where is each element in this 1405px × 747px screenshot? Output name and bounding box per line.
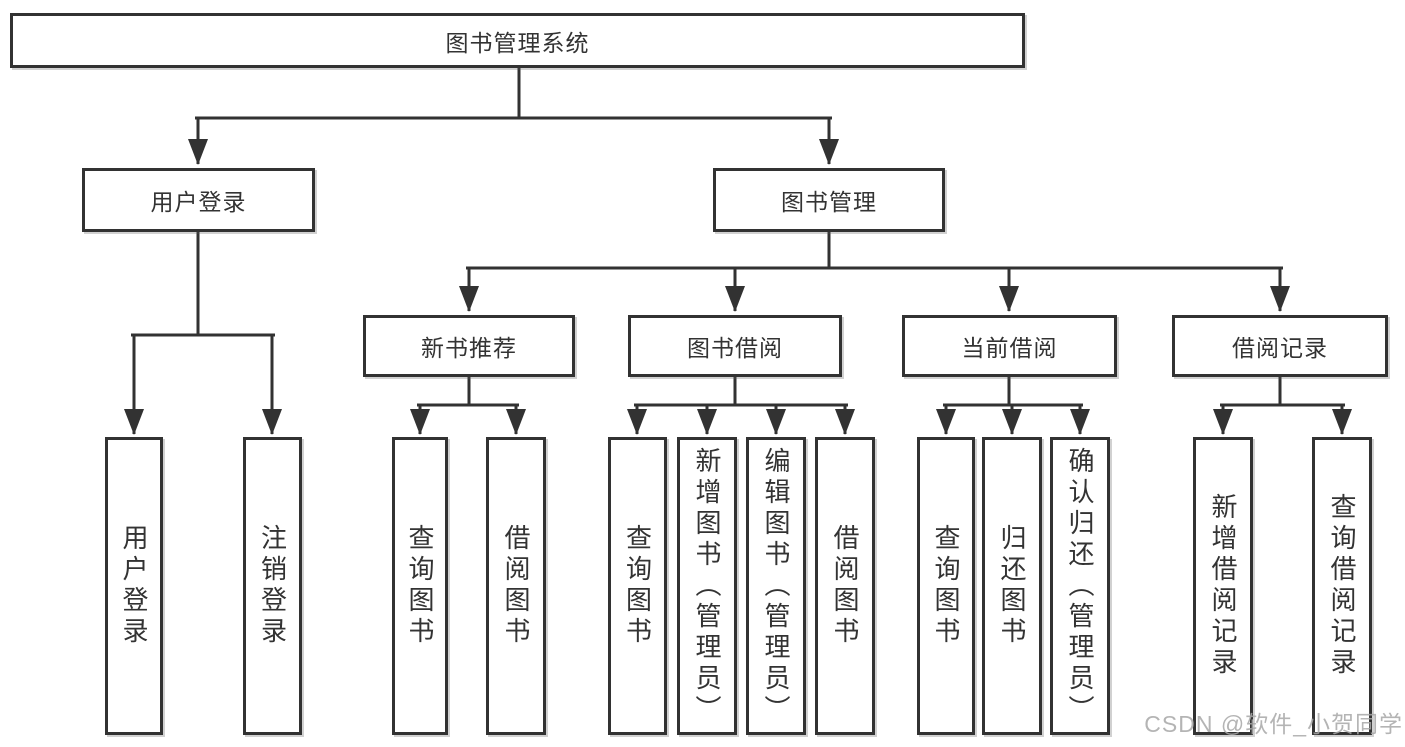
node-label: 借阅记录 xyxy=(1232,335,1328,361)
node-label: 查询图书 xyxy=(622,524,653,648)
node-label: 查询借阅记录 xyxy=(1327,493,1357,679)
node-label: 借阅图书 xyxy=(830,524,860,648)
leaf-borrow-books-1: 借阅图书 xyxy=(486,437,546,735)
node-new-book-recommend: 新书推荐 xyxy=(363,315,575,377)
node-label: 查询图书 xyxy=(405,524,435,648)
leaf-user-login: 用户登录 xyxy=(105,437,163,735)
node-label: 图书借阅 xyxy=(687,335,783,361)
leaf-query-books-2: 查询图书 xyxy=(608,437,667,735)
leaf-borrow-books-2: 借阅图书 xyxy=(815,437,875,735)
node-borrow-records: 借阅记录 xyxy=(1172,315,1388,377)
leaf-query-borrow-record: 查询借阅记录 xyxy=(1312,437,1372,735)
node-label: 查询图书 xyxy=(931,524,961,648)
leaf-add-books-admin: 新增图书（管理员） xyxy=(677,437,737,735)
node-label: 当前借阅 xyxy=(961,335,1058,361)
leaf-edit-books-admin: 编辑图书（管理员） xyxy=(746,437,806,735)
node-label: 注销登录 xyxy=(257,524,288,648)
node-label: 图书管理系统 xyxy=(445,29,590,56)
node-label: 用户登录 xyxy=(150,189,247,215)
leaf-return-books: 归还图书 xyxy=(982,437,1042,735)
node-label: 用户登录 xyxy=(119,524,149,648)
node-label: 新增图书（管理员） xyxy=(692,446,722,726)
node-label: 新书推荐 xyxy=(421,335,517,361)
leaf-logout: 注销登录 xyxy=(243,437,302,735)
leaf-confirm-return-admin: 确认归还（管理员） xyxy=(1050,437,1110,735)
leaf-query-books-3: 查询图书 xyxy=(917,437,975,735)
leaf-query-books-1: 查询图书 xyxy=(392,437,448,735)
node-label: 图书管理 xyxy=(781,189,877,215)
node-label: 借阅图书 xyxy=(501,524,531,648)
node-label: 确认归还（管理员） xyxy=(1065,446,1095,726)
node-book-borrow: 图书借阅 xyxy=(628,315,842,377)
node-user-login: 用户登录 xyxy=(82,168,315,232)
node-book-management: 图书管理 xyxy=(713,168,945,232)
node-label: 编辑图书（管理员） xyxy=(761,446,791,726)
node-current-borrow: 当前借阅 xyxy=(902,315,1117,377)
node-label: 新增借阅记录 xyxy=(1208,493,1238,679)
leaf-add-borrow-record: 新增借阅记录 xyxy=(1193,437,1253,735)
node-root-library-system: 图书管理系统 xyxy=(10,13,1025,68)
node-label: 归还图书 xyxy=(997,524,1027,648)
